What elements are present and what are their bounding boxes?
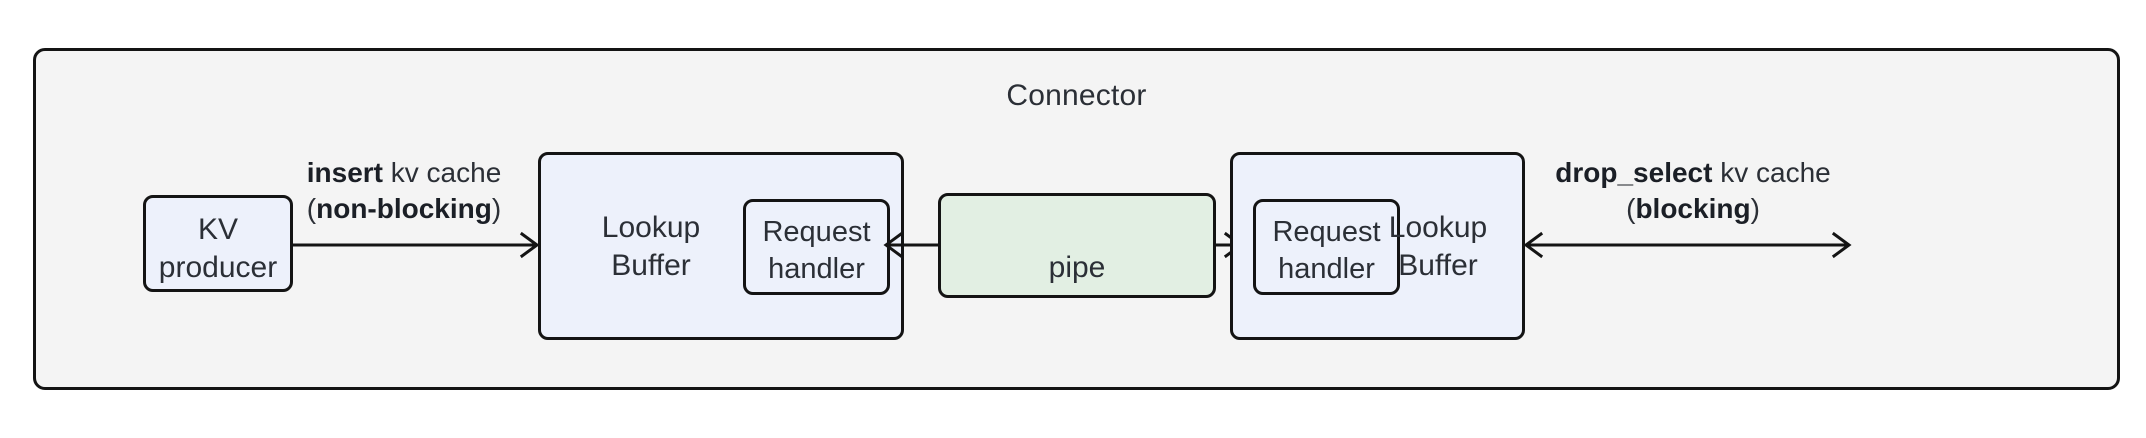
node-lookup-buffer-left[interactable]: Lookup Buffer Request handler (538, 152, 904, 340)
edge-label-insert-line1: insert kv cache (274, 155, 534, 191)
paren-close: ) (491, 193, 502, 225)
edge-label-insert-line2: (non-blocking) (274, 191, 534, 227)
edge-label-drop-rest: kv cache (1712, 157, 1831, 188)
edge-label-drop-line2: (blocking) (1528, 191, 1858, 227)
node-request-handler-left-label: Request handler (762, 216, 871, 286)
connector-title: Connector (1006, 79, 1147, 112)
node-request-handler-right[interactable]: Request handler (1253, 199, 1400, 295)
node-kv-producer-label: KV producer (158, 213, 278, 285)
edge-label-drop-bold: drop_select (1555, 157, 1713, 188)
node-lookup-buffer-right-label: Lookup Buffer (1388, 211, 1488, 283)
edge-label-drop-bold2: blocking (1635, 193, 1751, 225)
node-pipe-label: pipe (1048, 251, 1106, 284)
edge-label-insert-bold2: non-blocking (316, 193, 492, 225)
edge-label-drop-select: drop_select kv cache (blocking) (1528, 155, 1858, 228)
arrow-drop-select (1523, 231, 1852, 259)
node-kv-producer[interactable]: KV producer (143, 195, 293, 292)
node-pipe[interactable]: pipe (938, 193, 1216, 298)
node-request-handler-right-label: Request handler (1272, 216, 1381, 286)
node-request-handler-left[interactable]: Request handler (743, 199, 890, 295)
node-lookup-buffer-right[interactable]: Request handler Lookup Buffer (1230, 152, 1525, 340)
edge-label-insert-rest: kv cache (382, 157, 502, 188)
paren-close-2: ) (1750, 193, 1760, 225)
paren-open: ( (306, 193, 317, 225)
edge-label-drop-line1: drop_select kv cache (1528, 155, 1858, 191)
edge-label-insert: insert kv cache (non-blocking) (274, 155, 534, 228)
paren-open-2: ( (1626, 193, 1636, 225)
edge-label-insert-bold: insert (306, 157, 383, 188)
node-lookup-buffer-left-label: Lookup Buffer (601, 211, 701, 283)
arrow-insert (293, 231, 540, 259)
